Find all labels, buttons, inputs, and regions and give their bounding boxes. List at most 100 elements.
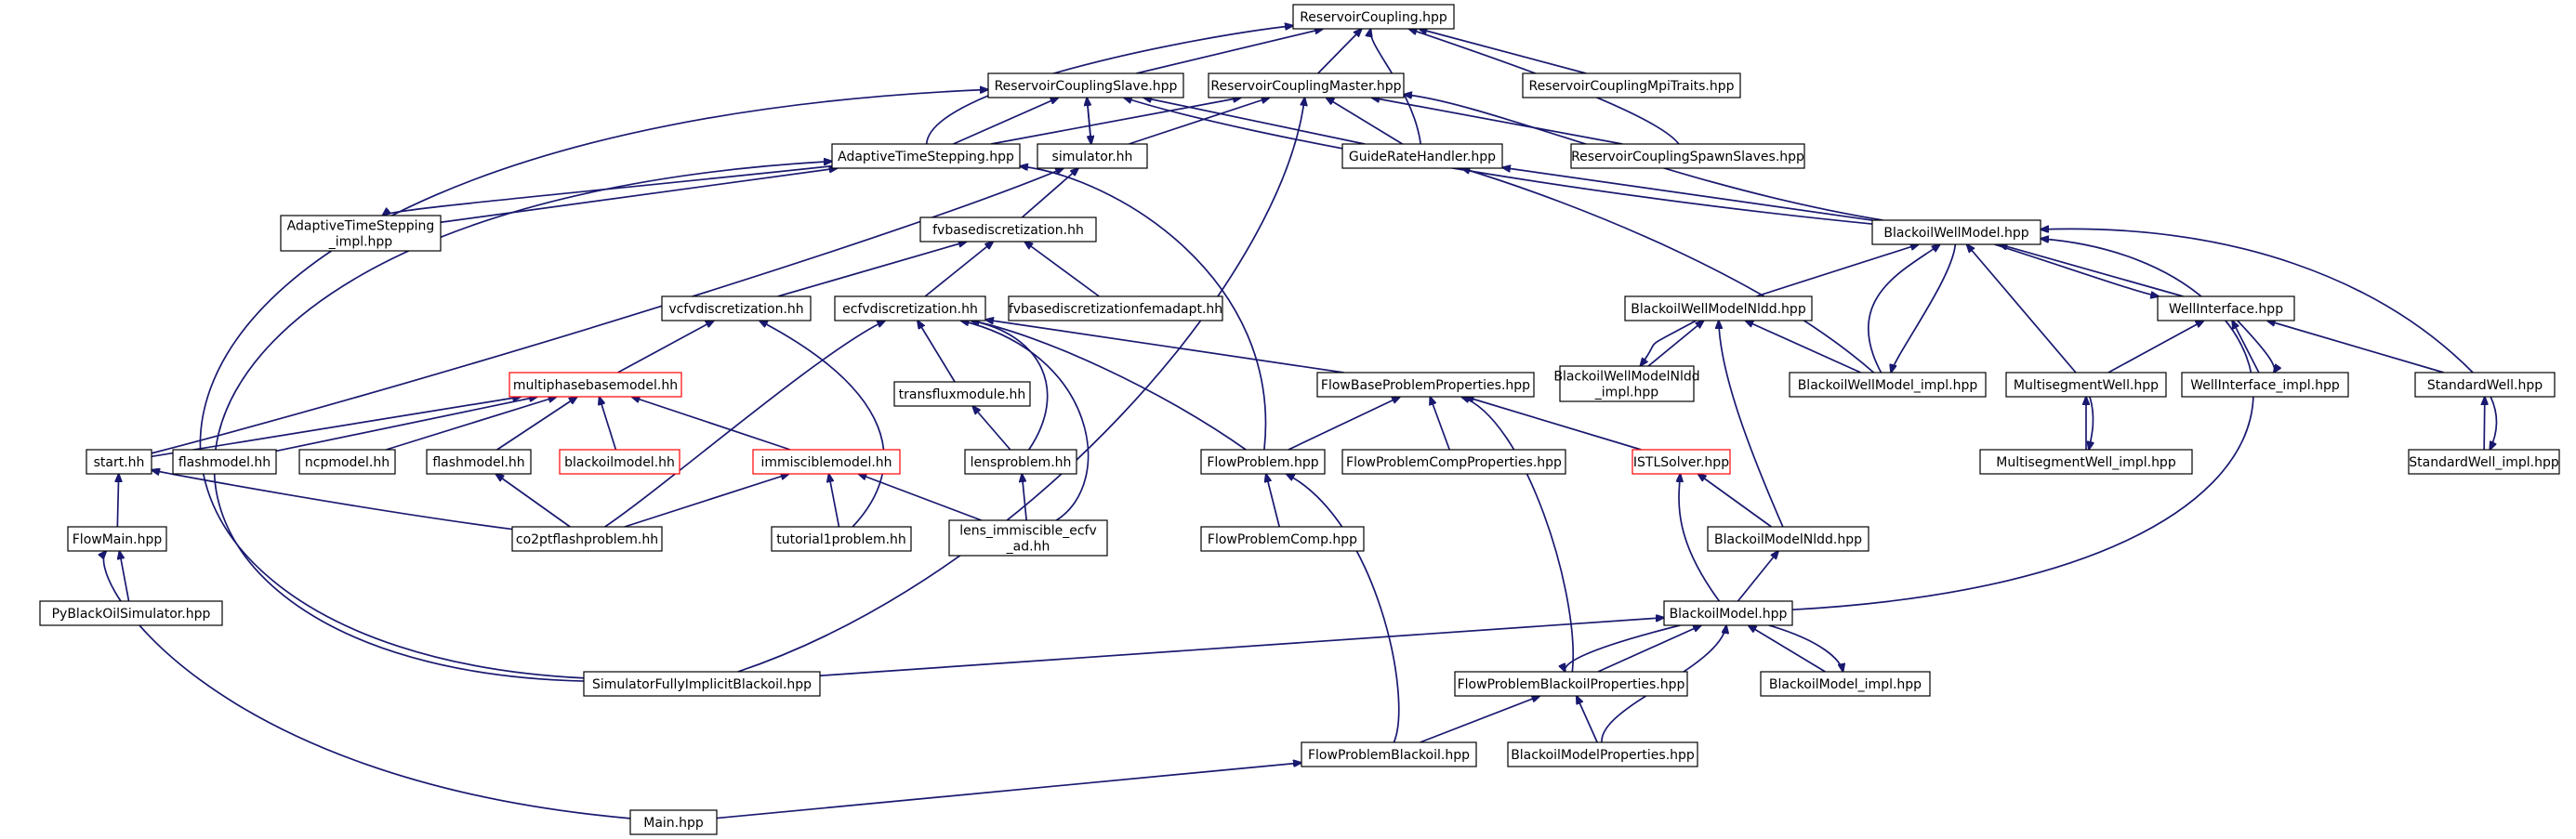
- edge-vcfv-to-fvb: [777, 242, 967, 297]
- edge-co2-to-ecfv: [604, 321, 886, 528]
- node-pybos[interactable]: PyBlackOilSimulator.hpp: [39, 600, 223, 626]
- node-bwmnlddi[interactable]: BlackoilWellModelNldd_impl.hpp: [1553, 365, 1700, 402]
- node-mpbm[interactable]: multiphasebasemodel.hh: [509, 372, 682, 398]
- node-fbpp[interactable]: FlowBaseProblemProperties.hpp: [1316, 372, 1535, 398]
- node-istl[interactable]: ISTLSolver.hpp: [1631, 449, 1731, 475]
- node-bwmi[interactable]: BlackoilWellModel_impl.hpp: [1789, 372, 1987, 398]
- node-label: immisciblemodel.hh: [760, 455, 892, 470]
- node-sfib[interactable]: SimulatorFullyImplicitBlackoil.hpp: [583, 671, 821, 697]
- node-box: [298, 449, 396, 475]
- edge-fpcp-to-fbpp: [1430, 397, 1451, 451]
- node-bmp[interactable]: BlackoilModelProperties.hpp: [1507, 741, 1698, 767]
- edge-co2-to-start: [152, 470, 513, 531]
- node-box: [1522, 72, 1741, 98]
- node-sim[interactable]: simulator.hh: [1037, 143, 1148, 169]
- node-lensimm[interactable]: lens_immiscible_ecfv_ad.hh: [948, 519, 1108, 557]
- node-rcm[interactable]: ReservoirCouplingMaster.hpp: [1208, 72, 1405, 98]
- node-bwm[interactable]: BlackoilWellModel.hpp: [1871, 219, 2041, 245]
- node-ncp[interactable]: ncpmodel.hh: [298, 449, 396, 475]
- edge-lensimm-to-lensp: [1022, 474, 1027, 521]
- node-vcfv[interactable]: vcfvdiscretization.hh: [661, 295, 812, 321]
- node-fp[interactable]: FlowProblem.hpp: [1200, 449, 1326, 475]
- edge-sfib-to-bm: [819, 618, 1664, 677]
- node-box: [1341, 143, 1503, 169]
- node-box: [831, 143, 1021, 169]
- node-wii[interactable]: WellInterface_impl.hpp: [2181, 372, 2349, 398]
- node-tut[interactable]: tutorial1problem.hh: [771, 526, 912, 552]
- node-co2[interactable]: co2ptflashproblem.hh: [511, 526, 663, 552]
- node-label: WellInterface.hpp: [2169, 302, 2283, 317]
- edge-sfib-to-ats: [213, 162, 832, 682]
- node-flash1[interactable]: flashmodel.hh: [172, 449, 277, 475]
- edge-bwmi-to-bwmnldd: [1745, 321, 1861, 374]
- node-box: [511, 526, 663, 552]
- edge-boilm-to-mpbm: [600, 397, 617, 451]
- node-box: [1200, 449, 1326, 475]
- node-tflux[interactable]: transfluxmodule.hh: [893, 381, 1031, 407]
- edge-rcmpi-to-rc: [1419, 29, 1587, 74]
- node-fpb[interactable]: FlowProblemBlackoil.hpp: [1301, 741, 1477, 767]
- node-rc[interactable]: ReservoirCoupling.hpp: [1292, 4, 1455, 30]
- node-msw[interactable]: MultisegmentWell.hpp: [2005, 372, 2167, 398]
- node-label: BlackoilWellModel_impl.hpp: [1798, 378, 1978, 393]
- node-fpc[interactable]: FlowProblemComp.hpp: [1200, 526, 1365, 552]
- node-box: [1200, 526, 1365, 552]
- edge-rcs-to-sim: [1086, 97, 1091, 144]
- node-ecfv[interactable]: ecfvdiscretization.hh: [834, 295, 986, 321]
- node-box: [1454, 671, 1688, 697]
- node-box: [1979, 449, 2193, 475]
- edge-sfib-to-rcs: [199, 89, 988, 679]
- node-boilm[interactable]: blackoilmodel.hh: [559, 449, 680, 475]
- node-box: [987, 72, 1184, 98]
- node-box: [1624, 295, 1813, 321]
- node-fpbp[interactable]: FlowProblemBlackoilProperties.hpp: [1454, 671, 1688, 697]
- edge-lensp-to-tflux: [972, 406, 1011, 451]
- node-rcs[interactable]: ReservoirCouplingSlave.hpp: [987, 72, 1184, 98]
- node-main[interactable]: Main.hpp: [629, 809, 718, 835]
- node-fvb[interactable]: fvbasediscretization.hh: [919, 216, 1097, 243]
- node-bwmnldd[interactable]: BlackoilWellModelNldd.hpp: [1624, 295, 1813, 321]
- node-flowmain[interactable]: FlowMain.hpp: [67, 526, 167, 552]
- edge-rcm-to-rc: [1317, 29, 1362, 74]
- node-label: transfluxmodule.hh: [899, 387, 1026, 402]
- node-bmnldd[interactable]: BlackoilModelNldd.hpp: [1707, 526, 1869, 552]
- edge-fp-to-ecfv: [971, 321, 1247, 451]
- node-rcss[interactable]: ReservoirCouplingSpawnSlaves.hpp: [1570, 143, 1805, 169]
- edge-sfib-to-rcm: [737, 98, 1305, 673]
- node-swi[interactable]: StandardWell_impl.hpp: [2408, 449, 2560, 475]
- node-label: blackoilmodel.hh: [564, 455, 675, 470]
- node-label: ISTLSolver.hpp: [1633, 455, 1729, 470]
- edge-grh-to-rc: [1370, 29, 1422, 145]
- node-box: [1871, 219, 2041, 245]
- node-bmi[interactable]: BlackoilModel_impl.hpp: [1760, 671, 1931, 697]
- node-label: multiphasebasemodel.hh: [513, 378, 678, 393]
- node-grh[interactable]: GuideRateHandler.hpp: [1341, 143, 1503, 169]
- node-ats[interactable]: AdaptiveTimeStepping.hpp: [831, 143, 1021, 169]
- node-atsi[interactable]: AdaptiveTimeStepping_impl.hpp: [280, 215, 442, 252]
- node-immi[interactable]: immisciblemodel.hh: [752, 449, 901, 475]
- node-rcmpi[interactable]: ReservoirCouplingMpiTraits.hpp: [1522, 72, 1741, 98]
- node-box: [893, 381, 1031, 407]
- edge-bm-to-istl: [1679, 474, 1721, 602]
- node-start[interactable]: start.hh: [86, 449, 152, 475]
- edge-fp-to-ats: [1020, 166, 1267, 451]
- node-box: [1507, 741, 1698, 767]
- node-mswi[interactable]: MultisegmentWell_impl.hpp: [1979, 449, 2193, 475]
- node-label: BlackoilWellModel.hpp: [1883, 226, 2028, 241]
- edge-atsi-to-ats: [440, 168, 838, 224]
- node-box: [948, 519, 1108, 557]
- node-label: start.hh: [94, 455, 145, 470]
- node-label: flashmodel.hh: [178, 455, 271, 470]
- node-wi[interactable]: WellInterface.hpp: [2157, 295, 2295, 321]
- node-bm[interactable]: BlackoilModel.hpp: [1663, 600, 1793, 626]
- node-box: [2408, 449, 2560, 475]
- node-lensp[interactable]: lensproblem.hh: [964, 449, 1077, 475]
- edge-flash2-to-mpbm: [496, 397, 577, 451]
- node-fvbfem[interactable]: fvbasediscretizationfemadapt.hh: [1008, 295, 1223, 321]
- node-sw[interactable]: StandardWell.hpp: [2414, 372, 2556, 398]
- edge-fvbfem-to-fvb: [1024, 242, 1100, 297]
- edge-bm-to-fpbp: [1565, 624, 1681, 672]
- edge-bm-to-bmi: [1768, 624, 1843, 672]
- node-flash2[interactable]: flashmodel.hh: [426, 449, 532, 475]
- node-fpcp[interactable]: FlowProblemCompProperties.hpp: [1341, 449, 1566, 475]
